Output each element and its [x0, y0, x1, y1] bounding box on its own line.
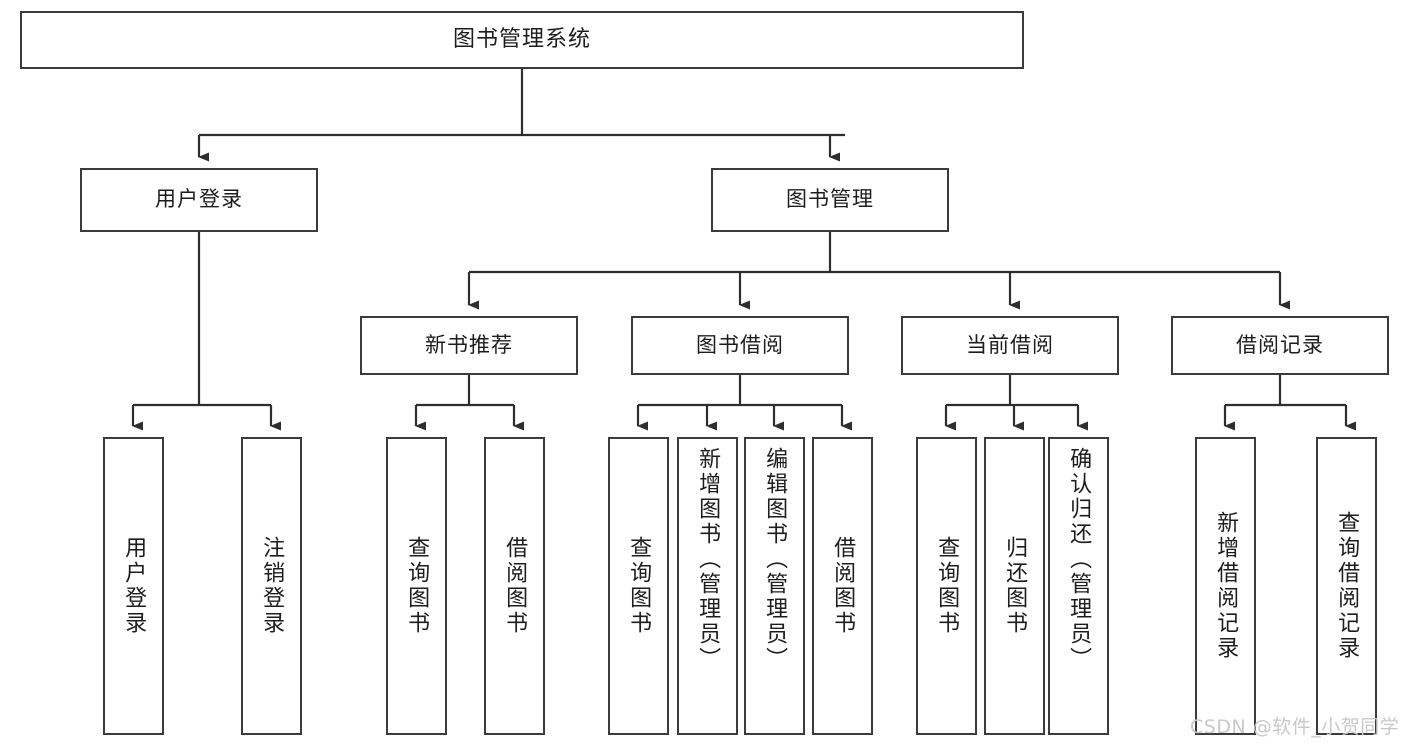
- leaf-user-login[interactable]: 用户登录: [103, 437, 164, 735]
- leaf-borrow-edit-book[interactable]: 编辑图书（管理员）: [744, 437, 805, 735]
- leaf-borrow-borrow-book[interactable]: 借阅图书: [812, 437, 873, 735]
- leaf-record-add[interactable]: 新增借阅记录: [1195, 437, 1256, 735]
- leaf-current-query-book[interactable]: 查询图书: [916, 437, 977, 735]
- node-new-book-rec[interactable]: 新书推荐: [360, 316, 578, 375]
- leaf-borrow-query-book[interactable]: 查询图书: [608, 437, 669, 735]
- node-current-borrow-label: 当前借阅: [966, 332, 1054, 357]
- leaf-borrow-add-book[interactable]: 新增图书（管理员）: [677, 437, 738, 735]
- leaf-current-query-book-label: 查询图书: [934, 536, 960, 636]
- leaf-borrow-query-book-label: 查询图书: [626, 536, 652, 636]
- leaf-record-query-label: 查询借阅记录: [1334, 511, 1360, 661]
- leaf-record-query[interactable]: 查询借阅记录: [1316, 437, 1377, 735]
- leaf-borrow-edit-book-label: 编辑图书（管理员）: [762, 447, 788, 672]
- node-current-borrow[interactable]: 当前借阅: [901, 316, 1119, 375]
- node-book-borrow[interactable]: 图书借阅: [631, 316, 849, 375]
- leaf-borrow-borrow-book-label: 借阅图书: [830, 536, 856, 636]
- leaf-rec-borrow-book[interactable]: 借阅图书: [484, 437, 545, 735]
- leaf-user-logout[interactable]: 注销登录: [241, 437, 302, 735]
- node-root-label: 图书管理系统: [452, 27, 591, 53]
- node-borrow-record-label: 借阅记录: [1236, 332, 1324, 357]
- node-user-login-label: 用户登录: [155, 187, 243, 212]
- node-book-borrow-label: 图书借阅: [696, 332, 784, 357]
- node-user-login[interactable]: 用户登录: [80, 168, 318, 232]
- leaf-user-login-label: 用户登录: [121, 536, 147, 636]
- leaf-record-add-label: 新增借阅记录: [1213, 511, 1239, 661]
- node-borrow-record[interactable]: 借阅记录: [1171, 316, 1389, 375]
- leaf-borrow-add-book-label: 新增图书（管理员）: [695, 447, 721, 672]
- leaf-current-confirm-return-label: 确认归还（管理员）: [1066, 447, 1092, 672]
- node-book-manage[interactable]: 图书管理: [711, 168, 949, 232]
- leaf-user-logout-label: 注销登录: [259, 536, 285, 636]
- node-new-book-rec-label: 新书推荐: [425, 332, 513, 357]
- leaf-current-return-book-label: 归还图书: [1002, 536, 1028, 636]
- leaf-rec-query-book[interactable]: 查询图书: [386, 437, 447, 735]
- node-book-manage-label: 图书管理: [786, 187, 874, 212]
- leaf-current-return-book[interactable]: 归还图书: [984, 437, 1045, 735]
- leaf-current-confirm-return[interactable]: 确认归还（管理员）: [1048, 437, 1109, 735]
- leaf-rec-borrow-book-label: 借阅图书: [502, 536, 528, 636]
- leaf-rec-query-book-label: 查询图书: [404, 536, 430, 636]
- node-root[interactable]: 图书管理系统: [20, 11, 1024, 69]
- csdn-watermark: CSDN @软件_小贺同学: [1190, 716, 1400, 738]
